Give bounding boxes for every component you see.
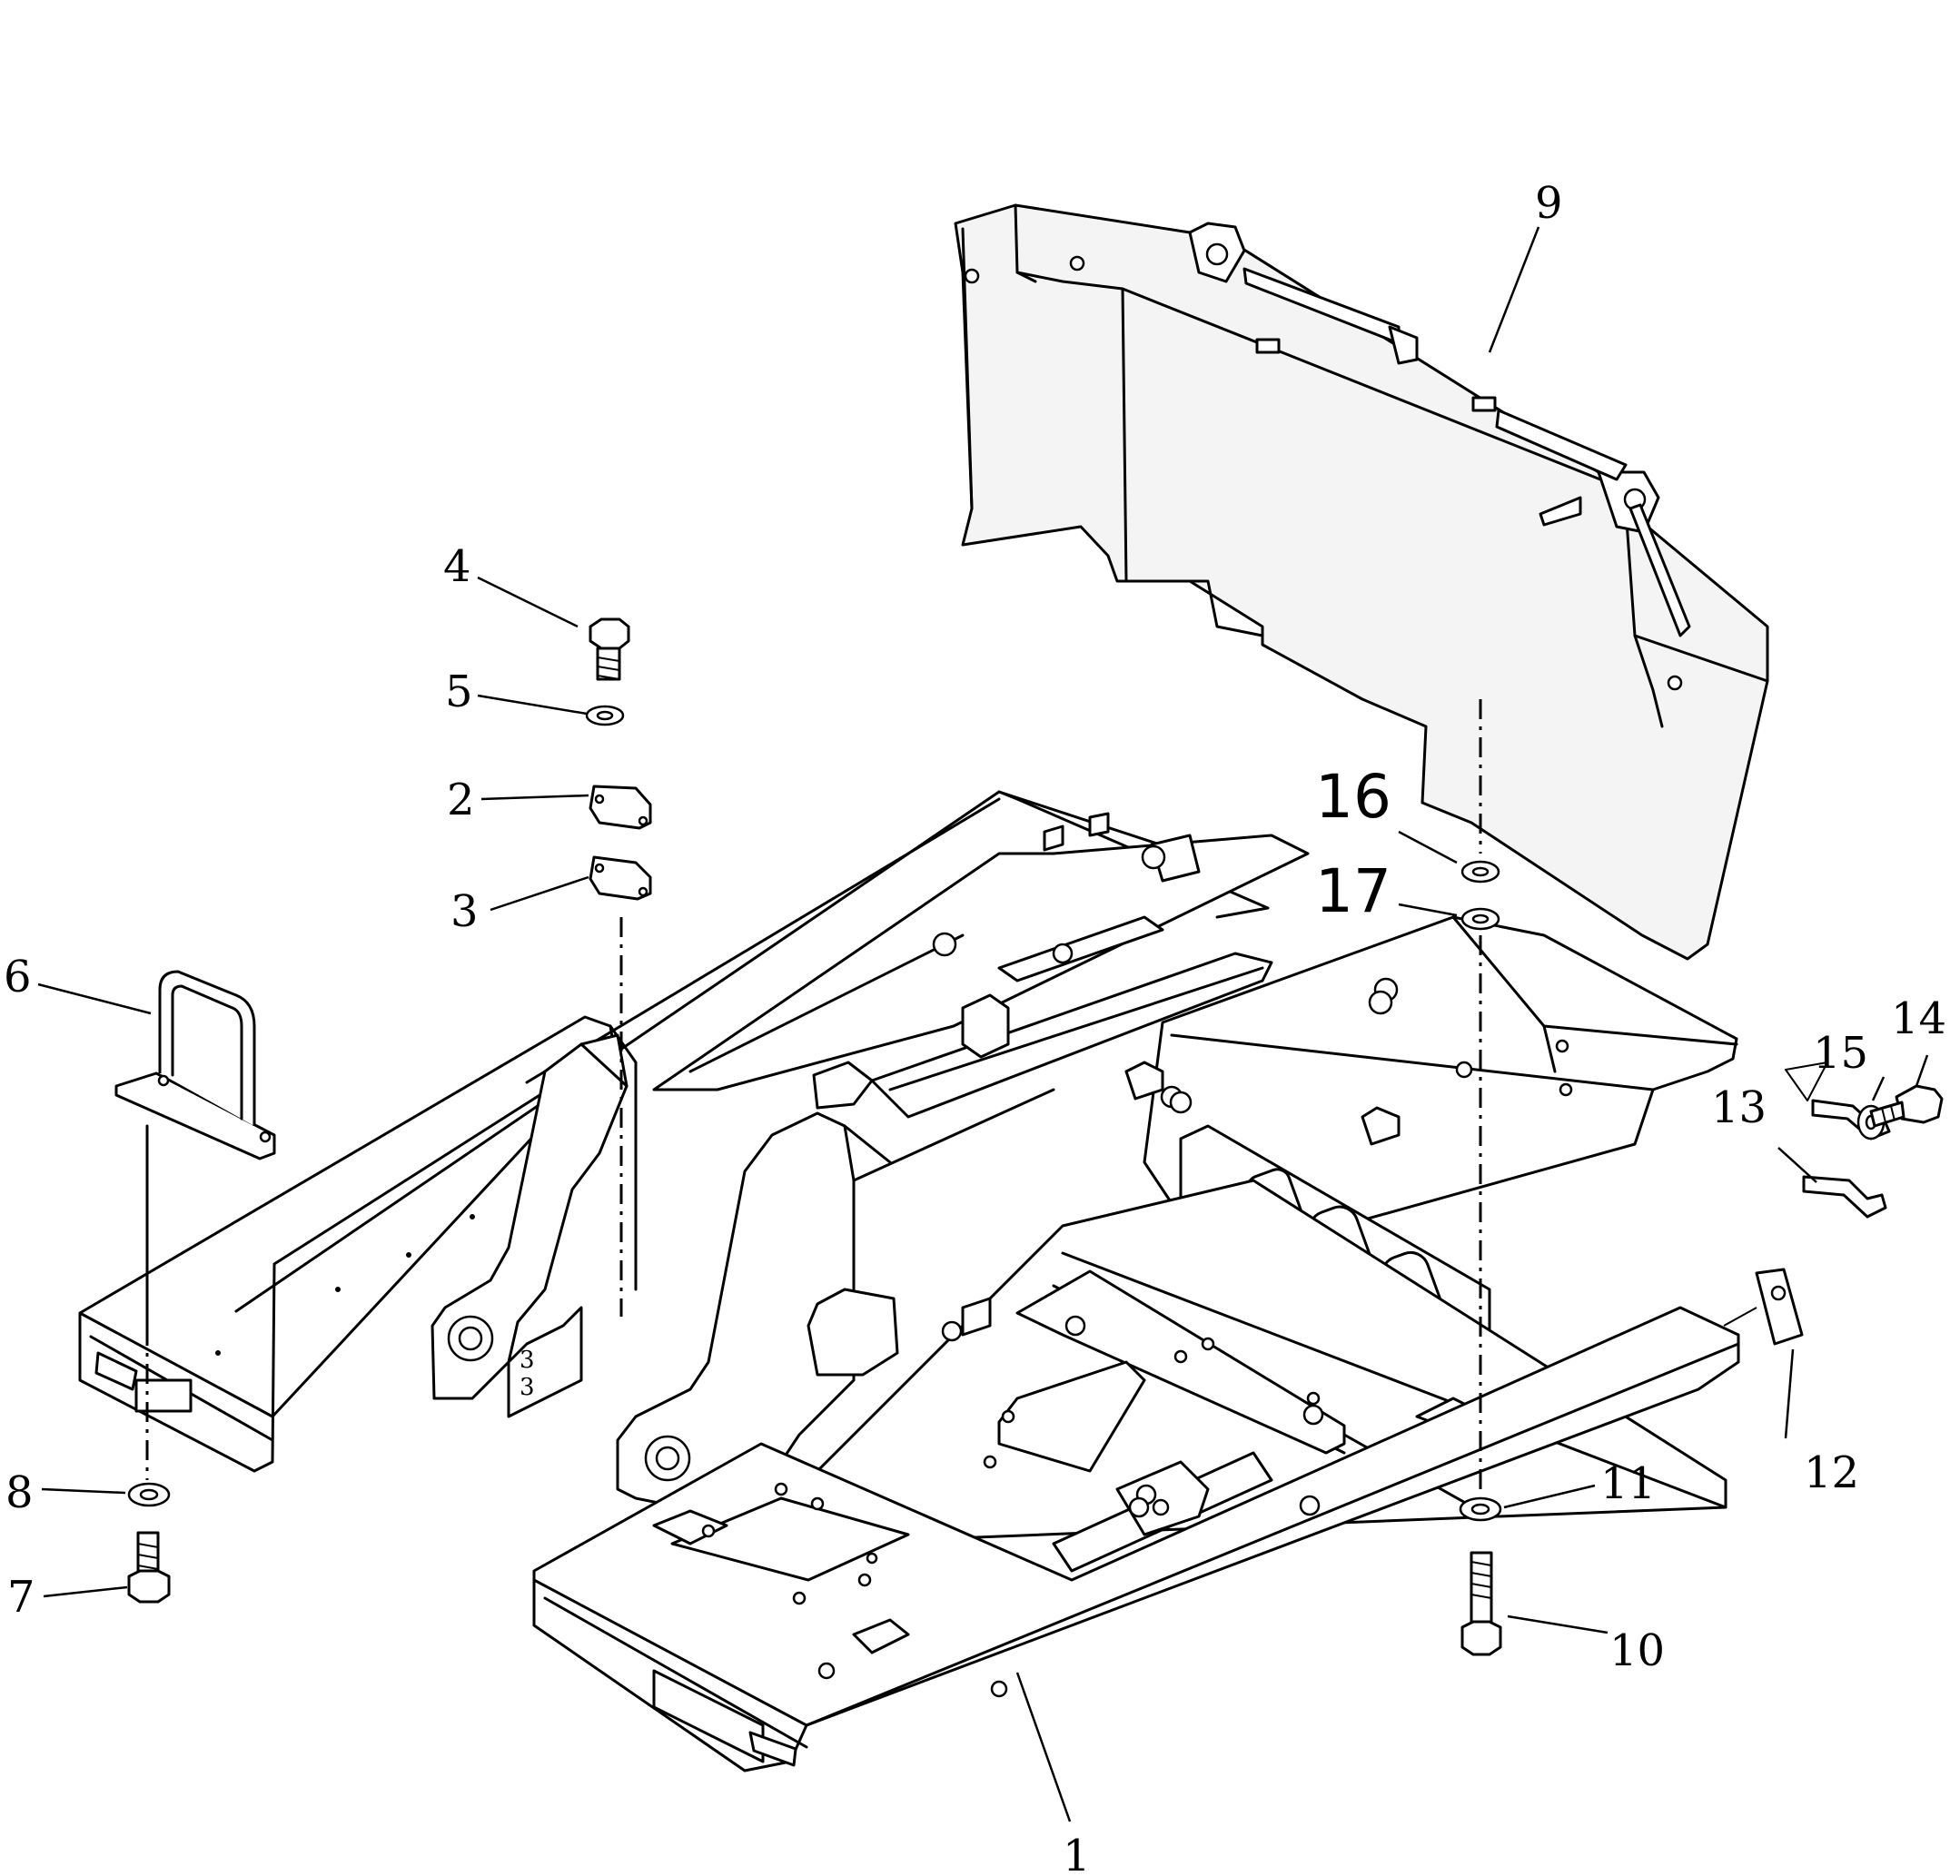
handrail-part [114,970,276,1160]
svg-text:3: 3 [520,1374,535,1401]
callout-label: 12 [1804,1447,1859,1498]
plate-parts [589,785,652,901]
washers-16-17 [1460,860,1500,931]
bolt-washer-left [127,1482,171,1604]
callout-label: 5 [445,666,473,717]
callout-label: 10 [1609,1625,1665,1676]
callout-label: 9 [1535,178,1563,229]
callout-label: 2 [447,775,475,825]
callout-label: 17 [1315,856,1391,926]
clamp-parts [1755,1061,1944,1346]
callout-label: 11 [1600,1458,1656,1509]
bolt-washer-right [1459,1496,1502,1656]
bolt-washer-top [585,617,630,726]
counterweight-part [954,203,1769,961]
callout-label: 6 [4,952,32,1002]
callout-label: 15 [1813,1028,1868,1079]
callout-label: 7 [7,1572,35,1623]
leader-lines [37,226,1929,1822]
callout-label: 16 [1315,762,1391,832]
callout-label: 14 [1891,993,1946,1044]
svg-text:3: 3 [520,1347,535,1374]
revolving-frame-part: 3 3 [78,790,1740,1772]
callout-label: 13 [1711,1082,1767,1133]
callout-label: 8 [5,1467,34,1518]
assembly-centerlines [145,699,1757,1489]
callout-labels: 1 2 3 4 5 6 7 8 9 10 11 12 13 14 15 16 1… [4,178,1946,1876]
callout-label: 4 [443,541,471,592]
callout-label: 3 [450,886,479,937]
callout-label: 1 [1063,1831,1091,1876]
